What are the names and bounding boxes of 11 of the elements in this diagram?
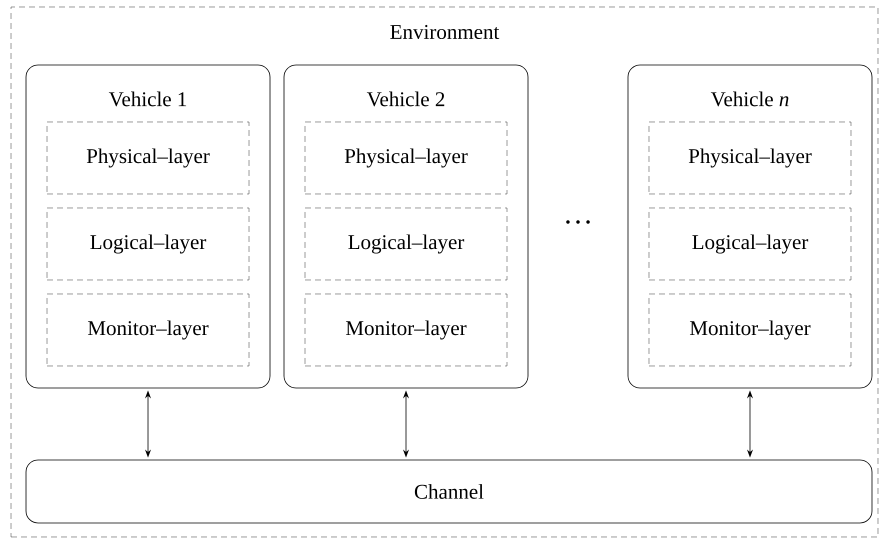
- layer-box: Logical–layer: [648, 208, 852, 280]
- layer-box: Logical–layer: [304, 208, 508, 280]
- layer-box: Physical–layer: [648, 122, 852, 194]
- layer-box: Physical–layer: [46, 122, 250, 194]
- layer-box: Physical–layer: [304, 122, 508, 194]
- channel-box: Channel: [26, 460, 872, 524]
- layer-box: Monitor–layer: [46, 294, 250, 366]
- layer-box: Monitor–layer: [304, 294, 508, 366]
- layer-box: Monitor–layer: [648, 294, 852, 366]
- ellipsis: …: [566, 220, 590, 224]
- layer-box: Logical–layer: [46, 208, 250, 280]
